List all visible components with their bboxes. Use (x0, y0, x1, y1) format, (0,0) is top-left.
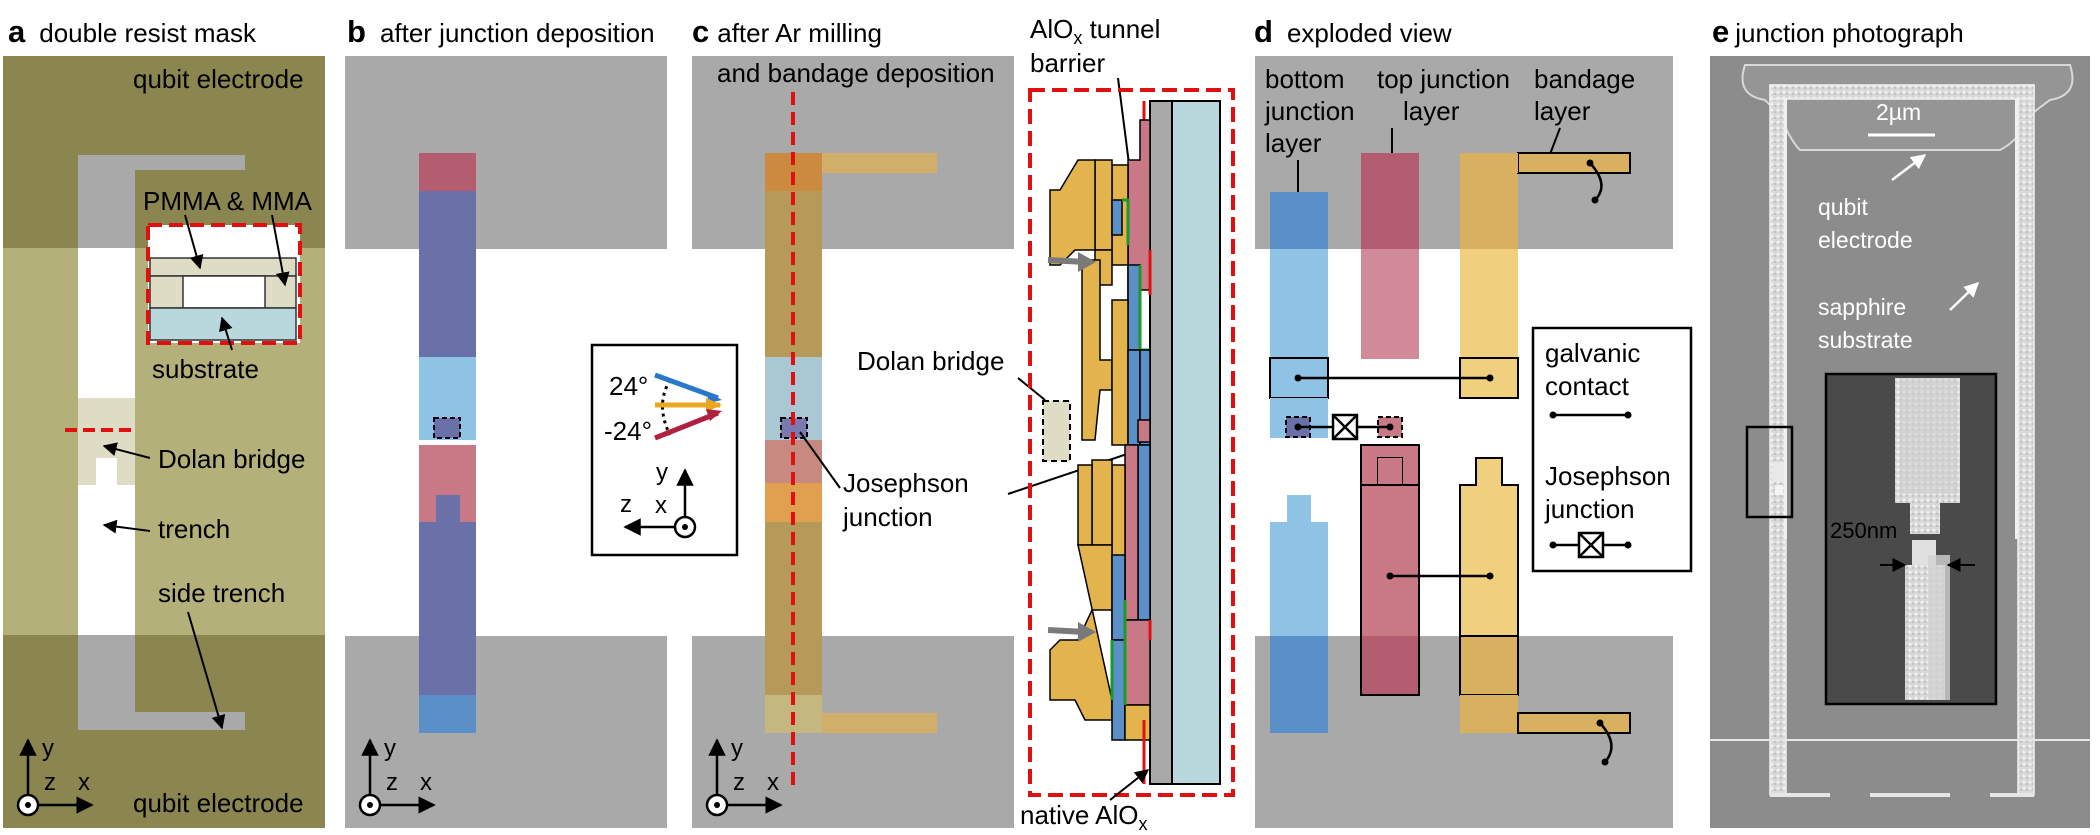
panel-c-title-line2: and bandage deposition (717, 58, 995, 88)
electrode-top-b (345, 56, 667, 249)
label-trench: trench (158, 514, 230, 544)
svg-text:z: z (386, 769, 398, 796)
section-frame (1028, 88, 1235, 797)
top-layer-d (1361, 153, 1419, 249)
svg-text:substrate: substrate (1818, 327, 1913, 353)
svg-text:electrode: electrode (1818, 227, 1913, 253)
svg-text:top junction: top junction (1377, 64, 1510, 94)
svg-text:Josephson: Josephson (1545, 461, 1671, 491)
top-layer-b (419, 445, 476, 522)
svg-text:2µm: 2µm (1876, 99, 1921, 125)
svg-text:layer: layer (1403, 96, 1460, 126)
label-substrate: substrate (152, 354, 259, 384)
label-dolan-bridge-a: Dolan bridge (158, 444, 305, 474)
svg-text:x: x (655, 492, 667, 519)
legend-d: galvanic contact Josephson junction (1531, 326, 1693, 573)
svg-text:galvanic: galvanic (1545, 338, 1640, 368)
svg-text:junction: junction (1264, 96, 1355, 126)
svg-text:layer: layer (1534, 96, 1591, 126)
cross-section: AlOx tunnel barrier (857, 14, 1235, 834)
label-josephson-c: Josephson (843, 468, 969, 498)
substrate-section (1171, 100, 1221, 785)
svg-text:z: z (620, 491, 632, 518)
electrode-bottom-b (345, 636, 667, 828)
deposition-angle-box: 24° -24° y x z (590, 343, 739, 557)
axes-b: y z x (358, 735, 436, 817)
label-pmma-mma: PMMA & MMA (143, 186, 313, 216)
svg-text:junction: junction (842, 502, 933, 532)
label-side-trench: side trench (158, 578, 285, 608)
zoom-box (1745, 425, 1794, 519)
svg-text:y: y (384, 735, 396, 762)
svg-text:bandage: bandage (1534, 64, 1635, 94)
label-qubit-electrode-top: qubit electrode (133, 64, 304, 94)
crossed-box-icon (1331, 413, 1359, 441)
svg-text:y: y (731, 735, 743, 762)
svg-text:x: x (767, 769, 779, 796)
svg-text:x: x (78, 769, 90, 796)
svg-text:x: x (420, 769, 432, 796)
svg-text:sapphire: sapphire (1818, 294, 1906, 320)
axes-a: y z x (16, 735, 94, 817)
svg-text:junction: junction (1544, 494, 1635, 524)
svg-text:barrier: barrier (1030, 48, 1105, 78)
svg-text:z: z (733, 769, 745, 796)
svg-text:contact: contact (1545, 371, 1630, 401)
svg-text:24°: 24° (609, 371, 648, 401)
junction-box-b (433, 417, 461, 439)
svg-text:-24°: -24° (604, 416, 652, 446)
label-dolan-bridge-c: Dolan bridge (857, 346, 1004, 376)
dolan-bridge-section (1042, 400, 1071, 462)
svg-text:y: y (656, 459, 668, 486)
svg-text:bottom: bottom (1265, 64, 1345, 94)
svg-text:qubit: qubit (1818, 194, 1868, 220)
svg-text:250nm: 250nm (1830, 518, 1897, 543)
label-alox-tunnel: AlOx tunnel (1030, 14, 1160, 48)
svg-text:z: z (44, 769, 56, 796)
svg-text:layer: layer (1265, 128, 1322, 158)
svg-text:y: y (42, 735, 54, 762)
sem-inset: 250nm (1824, 372, 1998, 706)
label-qubit-electrode-bottom: qubit electrode (133, 788, 304, 818)
label-native-alox: native AlOx (1020, 800, 1148, 834)
dolan-bridge-shape (78, 398, 135, 485)
axes-c: y z x (705, 735, 783, 817)
